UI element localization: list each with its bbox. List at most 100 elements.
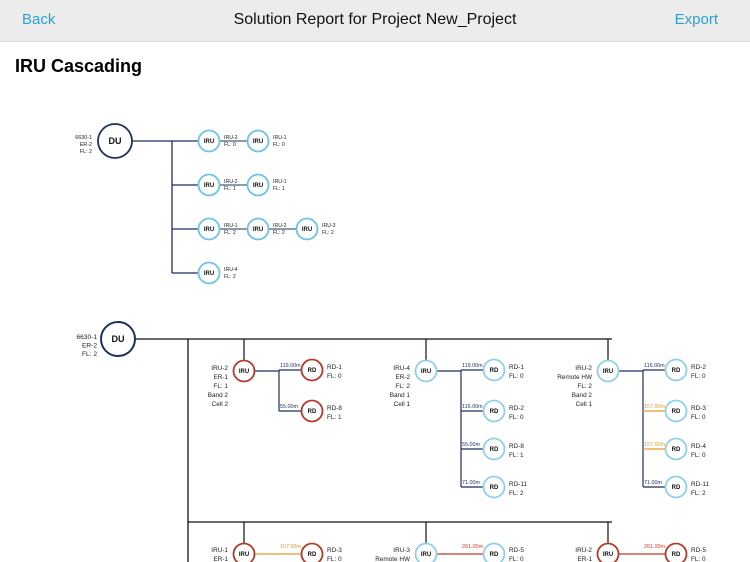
section-title: IRU Cascading: [15, 56, 143, 76]
export-button[interactable]: Export: [674, 11, 718, 28]
distance-label: 119.00m: [462, 363, 483, 369]
node-info-text: IRU-1: [211, 547, 228, 554]
distance-label: 55.00m: [280, 404, 298, 410]
rd-node-label: RD: [490, 368, 499, 374]
distance-label: 119.00m: [280, 363, 301, 369]
node-info-text: FL: 0: [691, 414, 706, 421]
node-info-text: IRU-3: [322, 223, 336, 229]
node-info-text: FL: 0: [224, 142, 236, 148]
node-info-text: FL: 0: [509, 373, 524, 380]
rd-node-ring: [482, 542, 506, 562]
iru-node-ring: [596, 542, 620, 562]
node-info-text: IRU-2: [575, 547, 592, 554]
distance-label: 157.00m: [644, 442, 665, 448]
node-info-text: FL: 0: [691, 373, 706, 380]
node-info-text: ER-2: [395, 374, 410, 381]
distance-label: 157.00m: [280, 544, 301, 550]
node-info-text: RD-8: [327, 405, 342, 412]
node-info-text: IRU-1: [273, 179, 287, 185]
node-info-text: Cell 2: [212, 401, 229, 408]
node-info-text: FL: 2: [509, 490, 524, 497]
node-info-text: RD-8: [509, 443, 524, 450]
node-info-text: IRU-2: [224, 135, 238, 141]
iru-node-ring: [197, 217, 221, 241]
iru-node-ring: [197, 129, 221, 153]
iru-node-ring: [232, 359, 256, 383]
node-info-text: 6630-1: [76, 334, 97, 341]
node-info-text: IRU-1: [224, 223, 238, 229]
distance-label: 55.00m: [462, 442, 480, 448]
rd-node-ring: [664, 399, 688, 423]
rd-node-ring: [482, 475, 506, 499]
node-info-text: FL: 2: [224, 230, 236, 236]
node-info-text: ER-1: [577, 556, 592, 562]
node-info-text: RD-1: [327, 364, 342, 371]
rd-node-label: RD: [672, 409, 681, 415]
node-info-text: RD-3: [691, 405, 706, 412]
node-info-text: Band 2: [208, 392, 229, 399]
rd-node-label: RD: [672, 552, 681, 558]
rd-node-ring: [300, 399, 324, 423]
rd-node-ring: [664, 475, 688, 499]
iru-node-label: IRU: [253, 183, 263, 189]
node-info-text: FL: 2: [82, 351, 97, 358]
node-info-text: FL: 0: [327, 373, 342, 380]
back-button[interactable]: Back: [22, 11, 56, 28]
rd-node-ring: [300, 358, 324, 382]
node-info-text: IRU-2: [273, 223, 287, 229]
rd-node-label: RD: [490, 485, 499, 491]
node-info-text: FL: 0: [691, 452, 706, 459]
iru-node-label: IRU: [253, 227, 263, 233]
rd-node-label: RD: [672, 368, 681, 374]
node-info-text: RD-5: [509, 547, 524, 554]
node-info-text: FL: 1: [224, 186, 236, 192]
node-info-text: FL: 0: [691, 556, 706, 562]
distance-label: 116.00m: [644, 363, 665, 369]
du-node-ring: [97, 123, 133, 159]
iru-node-ring: [232, 542, 256, 562]
du-node-label: DU: [109, 136, 122, 146]
node-info-text: FL: 2: [577, 383, 592, 390]
iru-node-ring: [246, 129, 270, 153]
node-info-text: RD-11: [691, 481, 709, 488]
iru-node-label: IRU: [253, 139, 263, 145]
node-info-text: FL: 0: [509, 414, 524, 421]
node-info-text: Remote HW: [557, 374, 593, 381]
rd-node-label: RD: [490, 447, 499, 453]
node-info-text: FL: 0: [273, 142, 285, 148]
rd-node-ring: [482, 437, 506, 461]
node-info-text: FL: 2: [273, 230, 285, 236]
node-info-text: RD-2: [509, 405, 524, 412]
node-info-text: ER-2: [82, 343, 97, 350]
node-info-text: IRU-4: [224, 267, 238, 273]
iru-node-ring: [596, 359, 620, 383]
iru-node-label: IRU: [204, 139, 214, 145]
node-info-text: RD-2: [691, 364, 706, 371]
iru-node-label: IRU: [239, 369, 249, 375]
node-info-text: IRU-2: [224, 179, 238, 185]
rd-node-label: RD: [308, 552, 317, 558]
node-info-text: Cell 1: [576, 401, 593, 408]
rd-node-label: RD: [490, 409, 499, 415]
node-info-text: ER-1: [213, 556, 228, 562]
node-info-text: FL: 0: [327, 556, 342, 562]
rd-node-ring: [482, 358, 506, 382]
node-info-text: FL: 0: [509, 556, 524, 562]
node-info-text: RD-1: [509, 364, 524, 371]
iru-node-ring: [246, 217, 270, 241]
distance-label: 157.00m: [644, 404, 665, 410]
rd-node-ring: [664, 358, 688, 382]
node-info-text: IRU-3: [393, 547, 410, 554]
iru-node-ring: [246, 173, 270, 197]
iru-node-label: IRU: [421, 552, 431, 558]
node-info-text: FL: 2: [691, 490, 706, 497]
rd-node-ring: [300, 542, 324, 562]
node-info-text: RD-4: [691, 443, 706, 450]
rd-node-label: RD: [672, 485, 681, 491]
iru-node-label: IRU: [204, 227, 214, 233]
iru-node-label: IRU: [204, 183, 214, 189]
node-info-text: FL: 1: [509, 452, 524, 459]
node-info-text: FL: 1: [213, 383, 228, 390]
rd-node-ring: [482, 399, 506, 423]
